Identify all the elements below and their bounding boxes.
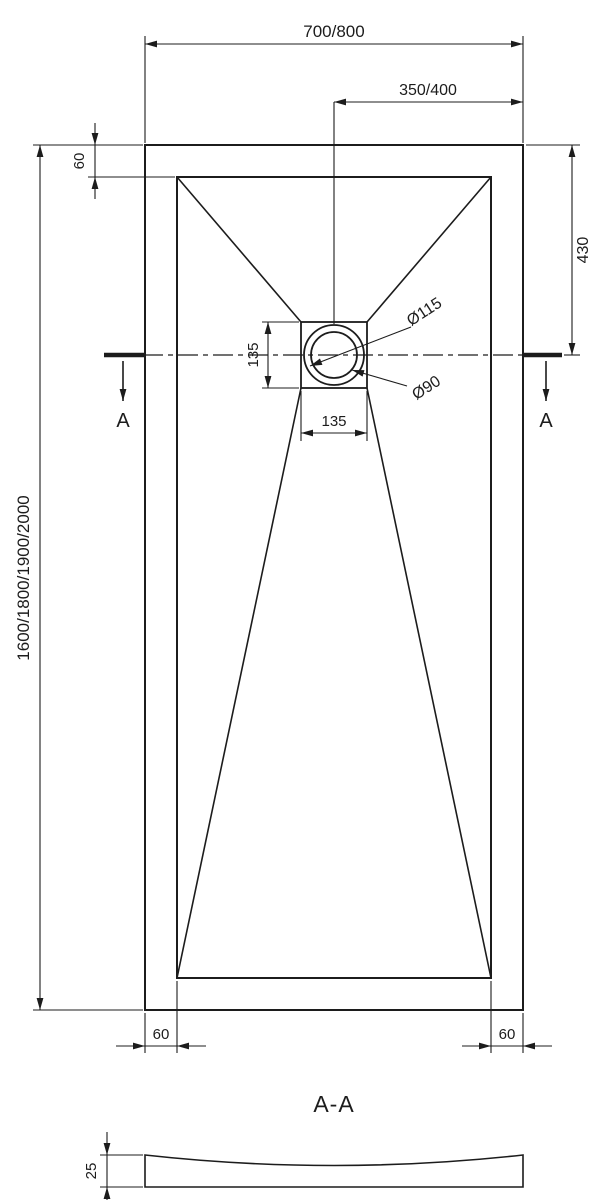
dim-top-inset: 60	[71, 123, 175, 199]
section-cut-line: A A	[104, 352, 562, 432]
dim-width-label: 700/800	[303, 22, 364, 41]
section-profile	[144, 1154, 524, 1188]
dim-half-width: 350/400	[333, 82, 523, 324]
slope-line	[176, 176, 302, 323]
dim-drain-box-height: 135	[245, 321, 299, 389]
dim-bottom-inset-left: 60	[116, 981, 206, 1053]
dim-top-inset-label: 60	[71, 153, 88, 170]
section-marker-left-label: A	[116, 410, 130, 432]
dim-half-width-label: 350/400	[399, 82, 457, 99]
dim-thickness-label: 25	[83, 1163, 100, 1180]
slope-lines	[176, 176, 492, 979]
slope-line	[366, 387, 492, 979]
section-title: A-A	[313, 1091, 354, 1117]
dim-thickness: 25	[83, 1132, 143, 1200]
dim-width: 700/800	[144, 22, 524, 143]
section-view: A-A 25	[83, 1091, 524, 1200]
dim-drain-box-width: 135	[300, 391, 368, 441]
dim-drain-from-top: 430	[526, 144, 592, 356]
dim-length: 1600/1800/1900/2000	[14, 144, 143, 1011]
dim-drain-box-width-label: 135	[321, 413, 346, 430]
drain-outer-dia-label: Ø115	[404, 295, 445, 330]
section-marker-right-label: A	[539, 410, 553, 432]
leader-line	[309, 326, 412, 367]
dim-drain-from-top-label: 430	[575, 237, 592, 264]
dim-length-label: 1600/1800/1900/2000	[14, 495, 33, 660]
drain-inner-dia-label: Ø90	[409, 373, 444, 404]
dim-bottom-inset-left-label: 60	[153, 1026, 170, 1043]
slope-line	[366, 176, 492, 323]
dim-drain-box-height-label: 135	[245, 342, 262, 367]
leader-drain-inner-dia: Ø90	[351, 369, 444, 404]
leader-line	[351, 369, 408, 387]
dim-bottom-inset-right: 60	[462, 981, 552, 1053]
dim-bottom-inset-right-label: 60	[499, 1026, 516, 1043]
top-view: A A 700/800 350/400 60	[14, 22, 592, 1053]
slope-line	[176, 387, 302, 979]
